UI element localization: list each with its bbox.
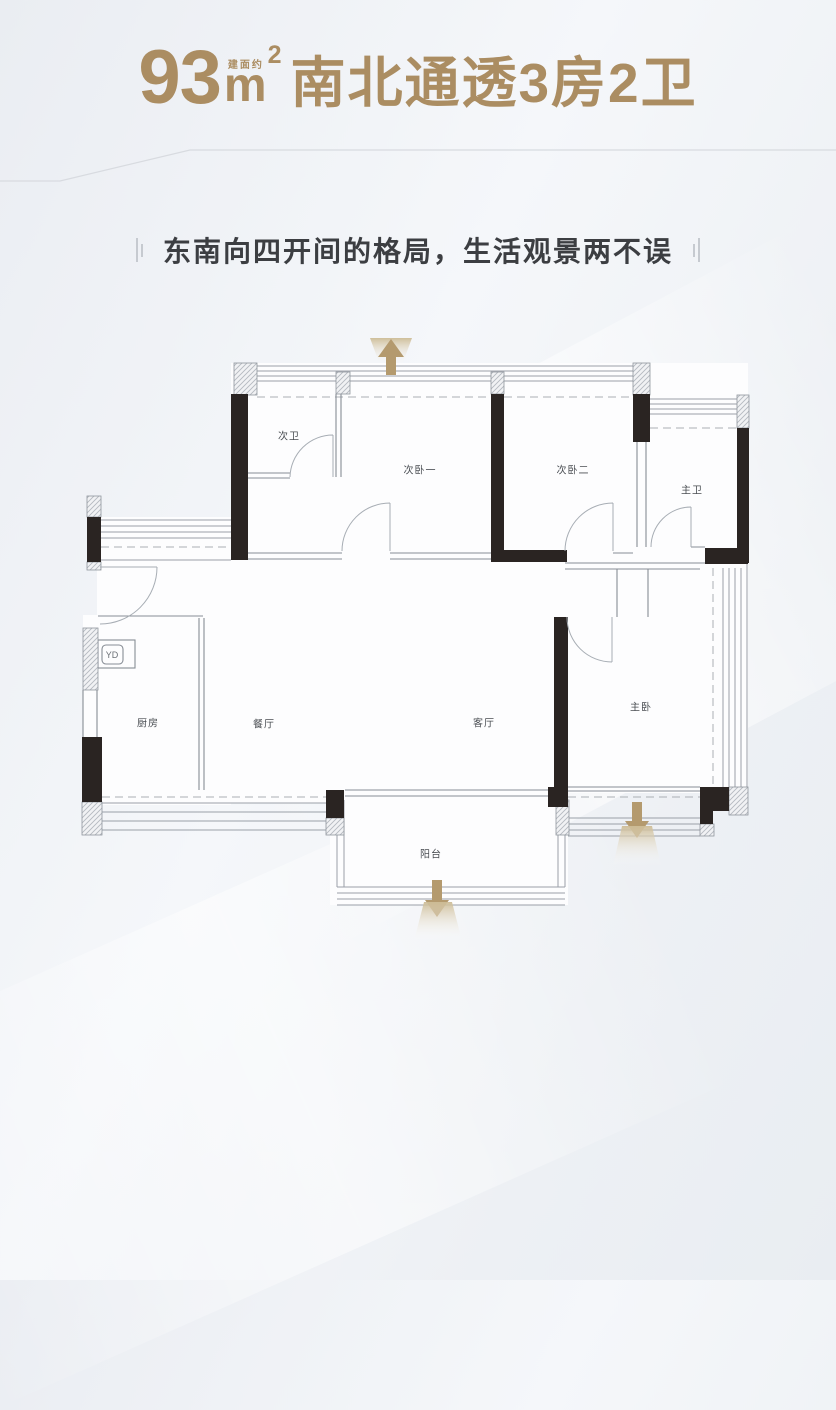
balcony-window-arrow-icon: [414, 880, 462, 941]
floorplan: 次卫 次卧一 次卧二 主卫 厨房 餐厅 客厅 主卧 阳台 YD: [81, 338, 750, 941]
room-label-kitchen: 厨房: [137, 718, 159, 730]
wall-segments: [82, 394, 749, 824]
columns-hatch: [81, 362, 750, 837]
room-label-second-bath: 次卫: [278, 431, 300, 443]
area-superscript: 2: [267, 41, 282, 70]
headline: 93 建面约 m2 南北通透3房2卫: [0, 35, 836, 120]
room-label-balcony: 阳台: [420, 849, 442, 861]
headline-text: 南北通透3房2卫: [290, 51, 698, 114]
room-label-bedroom-2: 次卧二: [556, 465, 590, 477]
area-unit-group: 建面约 m2: [223, 41, 282, 113]
room-label-bedroom-1: 次卧一: [403, 465, 437, 477]
room-label-dining: 餐厅: [253, 719, 275, 731]
room-label-master-bedroom: 主卧: [630, 702, 652, 714]
dashed-lines: [101, 396, 737, 798]
room-label-living: 客厅: [473, 718, 495, 730]
floorplan-drawing: [81, 338, 750, 941]
area-value: 93: [138, 35, 222, 120]
decorative-line: [0, 149, 836, 182]
direction-arrows: [370, 338, 661, 941]
subtitle-left-tick: [135, 238, 143, 262]
floor-background: [83, 363, 748, 905]
master-window-arrow-icon: [613, 802, 661, 866]
subtitle: 东南向四开间的格局，生活观景两不误: [162, 236, 673, 267]
subtitle-right-tick: [693, 238, 700, 262]
area-unit: m2: [223, 41, 282, 113]
subtitle-row: 东南向四开间的格局，生活观景两不误: [0, 230, 836, 270]
area-unit-prefix: 建面约: [227, 60, 264, 72]
doors: [99, 434, 692, 663]
duct-label: YD: [105, 650, 119, 660]
north-arrow-icon: [370, 338, 412, 375]
partition-walls: [82, 394, 705, 797]
room-label-master-bath: 主卫: [681, 485, 703, 497]
